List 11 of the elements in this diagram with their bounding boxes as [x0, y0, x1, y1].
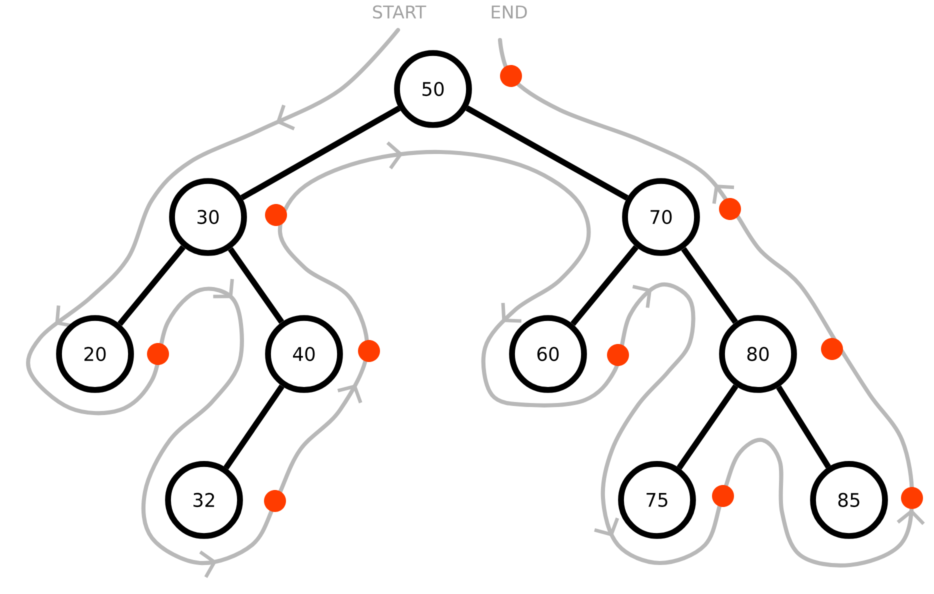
tree-edge: [681, 247, 738, 324]
path-end-label: START: [373, 5, 426, 19]
tree-edge: [676, 384, 738, 470]
tree-edge: [240, 106, 401, 200]
path-end-label: END: [492, 6, 527, 18]
tree-edge: [228, 247, 284, 324]
tree-edge: [570, 245, 638, 326]
tree-edge: [776, 385, 831, 468]
tree-edge: [224, 384, 284, 470]
tree-edge: [466, 106, 628, 200]
tree-edge: [118, 245, 186, 326]
